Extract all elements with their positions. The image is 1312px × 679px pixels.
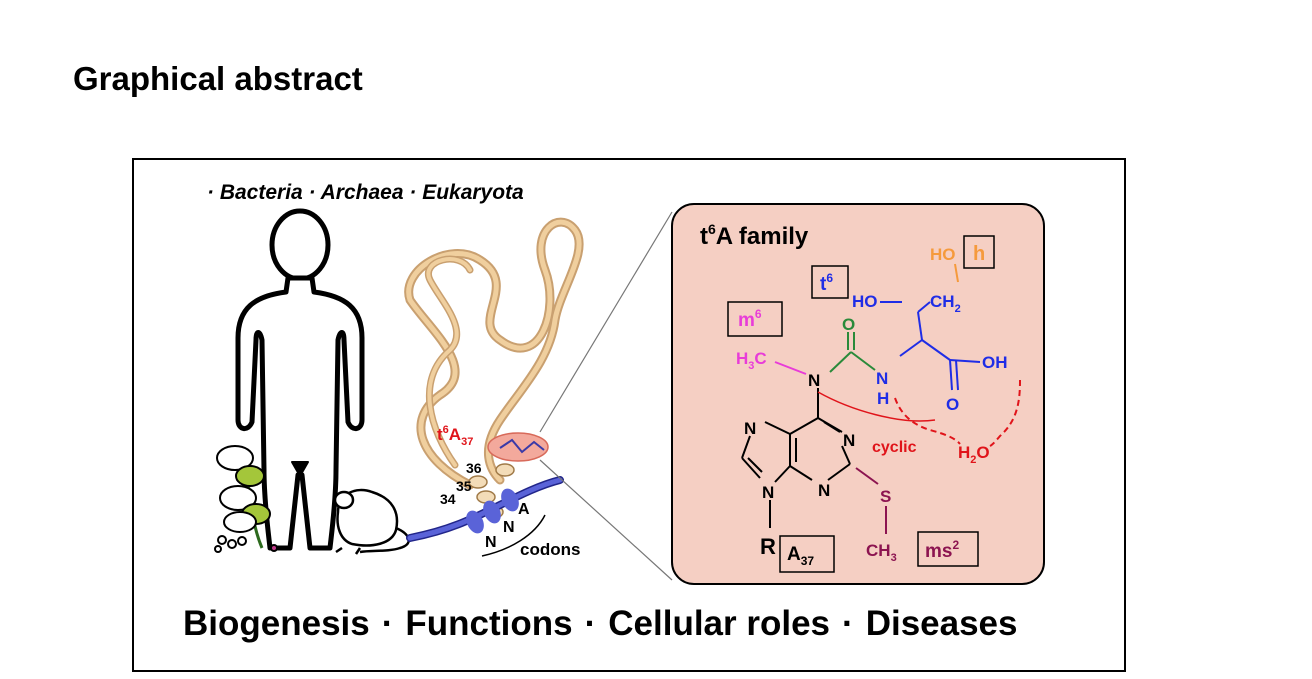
- t6a-family-panel: [671, 203, 1045, 585]
- codon-base-a: A: [518, 501, 530, 518]
- atom-n3: N: [818, 481, 830, 500]
- position-34: 34: [440, 491, 456, 507]
- atom-n1: N: [843, 431, 855, 450]
- box-m6: [727, 301, 783, 337]
- panel-title: t6A family: [700, 221, 809, 250]
- box-a37-label: A37: [787, 544, 814, 568]
- domain-archaea: Archaea: [320, 181, 404, 204]
- box-h-label: h: [973, 243, 985, 265]
- mrna-strand: [406, 476, 564, 557]
- position-36: 36: [466, 460, 482, 476]
- h2o-label: H2O: [958, 443, 990, 466]
- atom-h3c: H3C: [736, 349, 767, 372]
- domain-bacteria: Bacteria: [219, 181, 303, 204]
- atom-nh: N: [876, 369, 888, 388]
- domains-line: · Bacteria · Archaea · Eukaryota: [207, 181, 524, 204]
- atom-oh: OH: [982, 353, 1008, 372]
- atom-ch2: CH2: [930, 292, 961, 315]
- plant-icon: [214, 445, 278, 553]
- box-t6: [811, 265, 849, 299]
- atom-n-amide: N: [808, 371, 820, 390]
- atom-n7: N: [744, 419, 756, 438]
- codon-base-n2: N: [485, 534, 497, 551]
- cyclic-label: cyclic: [872, 439, 917, 456]
- atom-ho: HO: [852, 292, 878, 311]
- box-m6-label: m6: [738, 307, 762, 331]
- atom-ho-hydroxy: HO: [930, 245, 956, 264]
- atom-n9: N: [762, 483, 774, 502]
- domain-eukaryota: Eukaryota: [422, 181, 524, 204]
- box-t6-label: t6: [820, 271, 833, 295]
- molecule-atoms: HO HO CH2 O H3C N N H OH O N N N N R S C…: [736, 245, 1008, 564]
- box-a37: [779, 535, 835, 573]
- abstract-frame: [132, 158, 1126, 672]
- atom-o-carbonyl: O: [842, 315, 855, 334]
- t6a-highlight: [487, 432, 549, 462]
- topics-line: Biogenesis·Functions·Cellular roles·Dise…: [183, 604, 1018, 643]
- atom-r: R: [760, 534, 776, 559]
- zoom-lines: [539, 211, 673, 581]
- trna-ribbon: [404, 217, 584, 490]
- position-35: 35: [456, 478, 472, 494]
- atom-o-acid: O: [946, 395, 959, 414]
- mouse-icon: [333, 488, 410, 555]
- atom-ch3: CH3: [866, 541, 897, 564]
- topic-diseases: Diseases: [865, 604, 1018, 643]
- atom-h: H: [877, 389, 889, 408]
- molecule-bonds: [741, 263, 1021, 534]
- topic-functions: Functions: [405, 604, 573, 643]
- atom-s: S: [880, 487, 891, 506]
- topic-biogenesis: Biogenesis: [183, 604, 370, 643]
- codons-label: codons: [520, 540, 580, 559]
- box-ms2: [917, 531, 979, 567]
- codon-base-n1: N: [503, 519, 515, 536]
- t6a37-label: t6A37: [437, 424, 473, 448]
- topic-cellular-roles: Cellular roles: [608, 604, 831, 643]
- human-silhouette-icon: [235, 208, 365, 551]
- box-h: [963, 235, 995, 269]
- page-title: Graphical abstract: [73, 60, 363, 97]
- box-ms2-label: ms2: [925, 538, 959, 562]
